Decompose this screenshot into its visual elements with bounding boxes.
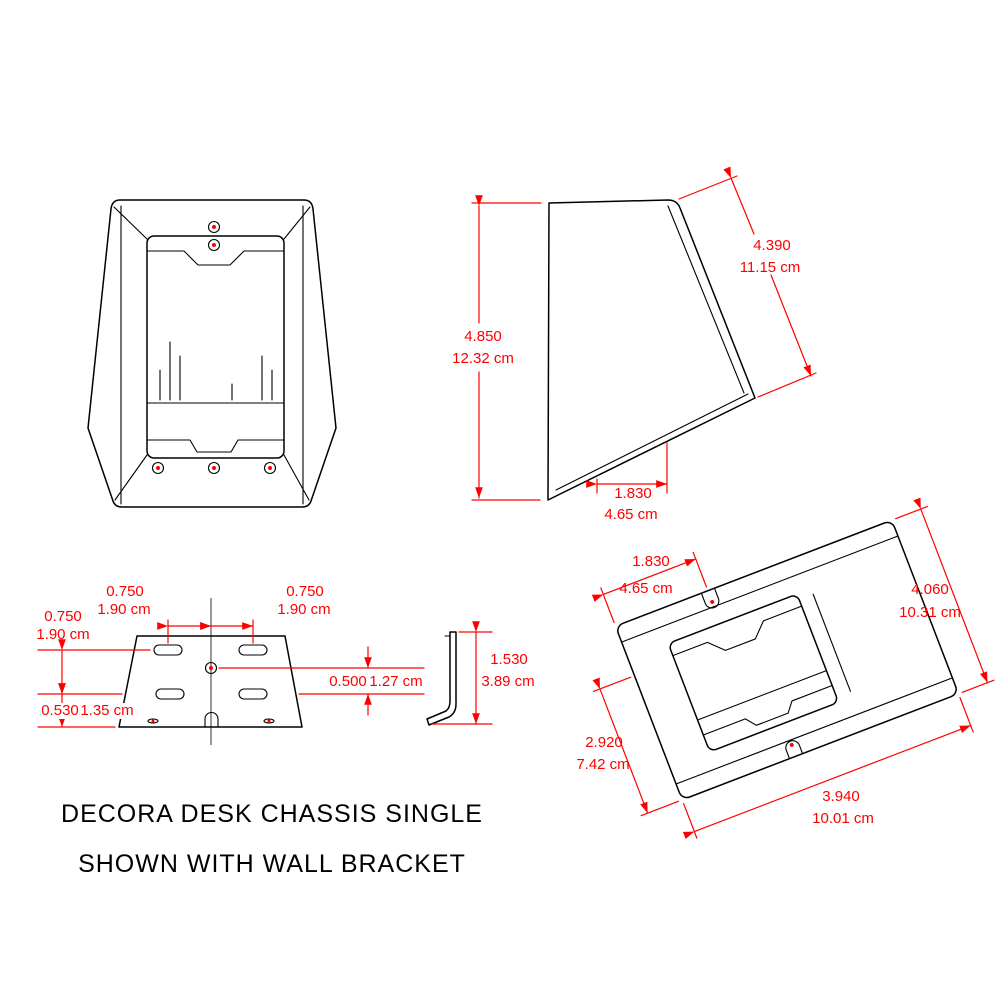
side-outline — [547, 199, 756, 501]
dim-side-height-cm: 12.32 cm — [452, 350, 514, 367]
dim-side-height-in: 4.850 — [464, 328, 502, 345]
bracket-row-spacing-dimension: 0.750 1.90 cm — [36, 608, 151, 695]
bracket-hole-offset-dimension: 0.500 1.27 cm — [218, 646, 425, 716]
dim-tilted-depth-in: 2.920 — [585, 734, 623, 751]
dim-bracket-hole-offset-in: 0.500 — [329, 673, 367, 690]
drawing-title: DECORA DESK CHASSIS SINGLE SHOWN WITH WA… — [61, 800, 483, 878]
bracket-outline — [118, 635, 303, 728]
bracket-bottom-notch — [204, 711, 219, 728]
dim-tilted-notch-cm: 4.65 cm — [619, 580, 672, 597]
dim-side-slant-cm: 11.15 cm — [740, 259, 801, 276]
tilted-cutout-recess-a — [672, 605, 803, 657]
wall-bracket-front-view: 0.750 1.90 cm 0.750 1.90 cm 0.750 1.90 c… — [36, 583, 425, 745]
bracket-profile-height-dimension: 1.530 3.89 cm — [431, 621, 535, 725]
front-corner-fold-lines — [113, 206, 311, 501]
front-top-recess — [146, 250, 285, 266]
tilted-top-flange-line — [621, 535, 899, 643]
front-connector-ticks — [159, 341, 273, 401]
bracket-top-dimensions: 0.750 1.90 cm 0.750 1.90 cm — [97, 583, 331, 644]
wall-bracket-profile-view: 1.530 3.89 cm — [426, 621, 535, 726]
side-base-dimension: 1.830 4.65 cm — [586, 442, 668, 523]
dim-bracket-hole-offset-cm: 1.27 cm — [369, 673, 422, 690]
dim-bracket-row-spacing-in: 0.750 — [44, 608, 82, 625]
side-inner-bottom-line — [555, 393, 749, 491]
front-mounting-holes — [151, 220, 277, 475]
dim-bracket-left-slot-in: 0.750 — [106, 583, 144, 600]
dim-tilted-notch-in: 1.830 — [632, 553, 670, 570]
dim-text-backing — [38, 703, 135, 719]
dim-side-base-in: 1.830 — [614, 485, 652, 502]
dim-tilted-side-in: 4.060 — [911, 581, 949, 598]
bracket-profile-outline — [426, 631, 457, 726]
dim-tilted-width-cm: 10.01 cm — [812, 810, 874, 827]
front-faceplate-cutout — [146, 235, 285, 459]
front-outline — [87, 199, 337, 508]
tilted-fold-line — [812, 593, 851, 692]
tilted-faceplate-cutout — [669, 595, 838, 751]
bracket-bottom-ovals — [147, 718, 275, 724]
drawing-title-line2: SHOWN WITH WALL BRACKET — [78, 850, 466, 878]
side-view: 4.850 12.32 cm 4.390 11.15 cm 1.830 4.65… — [452, 166, 817, 523]
dim-tilted-width-in: 3.940 — [822, 788, 860, 805]
front-bottom-recess — [146, 439, 285, 453]
tilted-cutout-recess-b — [702, 684, 833, 736]
tilted-dimension-texts: 1.830 4.65 cm 4.060 10.31 cm 2.920 7.42 … — [576, 553, 961, 827]
bracket-slots — [153, 644, 268, 700]
dim-side-base-cm: 4.65 cm — [604, 506, 657, 523]
dim-tilted-depth-cm: 7.42 cm — [576, 756, 629, 773]
tilted-dimension-lines — [591, 497, 995, 840]
bracket-center-hole — [204, 661, 218, 675]
side-inner-slant-line — [667, 205, 745, 394]
dim-profile-height-cm: 3.89 cm — [481, 673, 534, 690]
tilted-view — [591, 497, 995, 840]
tilted-cutout-divider — [697, 670, 827, 721]
dim-bracket-bottom-margin-cm: 1.35 cm — [80, 702, 133, 719]
dim-bracket-row-spacing-cm: 1.90 cm — [36, 626, 89, 643]
dim-bracket-right-slot-cm: 1.90 cm — [277, 601, 330, 618]
front-view — [87, 199, 337, 508]
dim-bracket-left-slot-cm: 1.90 cm — [97, 601, 150, 618]
drawing-title-line1: DECORA DESK CHASSIS SINGLE — [61, 800, 483, 828]
tilted-top-notch — [700, 587, 720, 609]
side-slant-dimension: 4.390 11.15 cm — [678, 166, 817, 398]
dim-profile-height-in: 1.530 — [490, 651, 528, 668]
dim-side-slant-in: 4.390 — [753, 237, 791, 254]
bracket-bottom-margin-dimension: 0.530 1.35 cm — [37, 683, 135, 728]
tilted-bottom-flange-line — [675, 677, 953, 785]
dim-bracket-bottom-margin-in: 0.530 — [41, 702, 79, 719]
side-height-dimension: 4.850 12.32 cm — [452, 195, 542, 501]
dim-tilted-side-cm: 10.31 cm — [899, 604, 961, 621]
dim-bracket-right-slot-in: 0.750 — [286, 583, 324, 600]
